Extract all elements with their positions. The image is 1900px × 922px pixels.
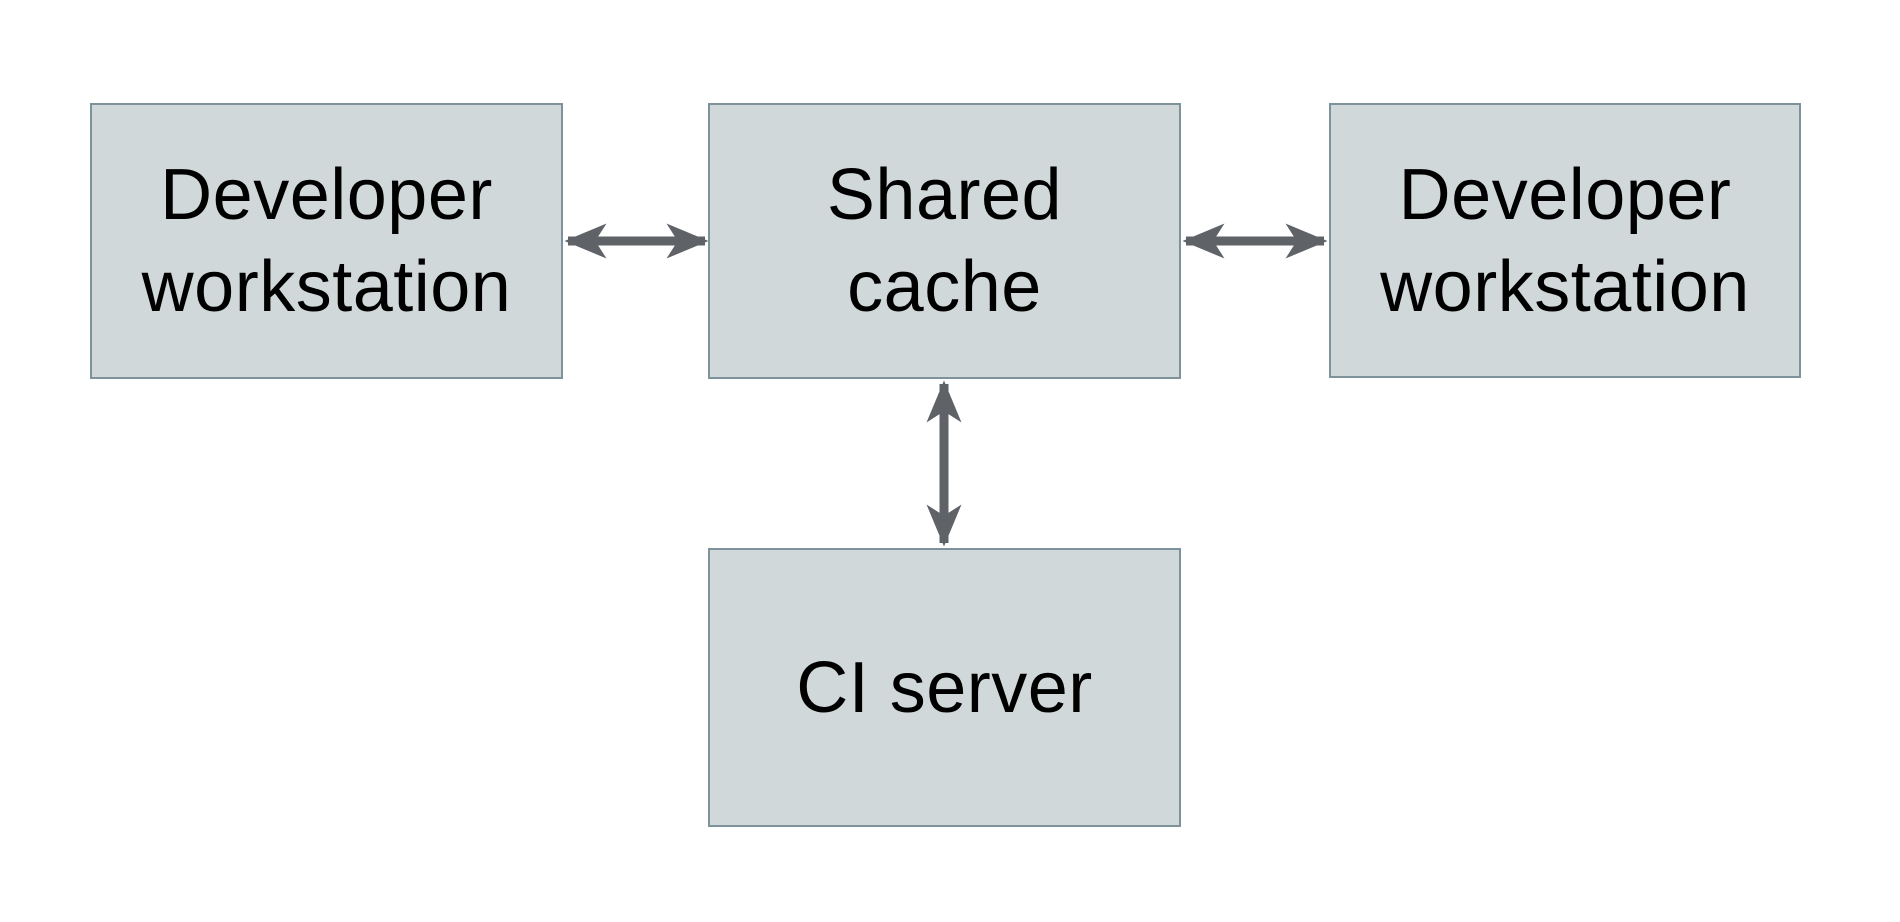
node-developer-workstation-right: Developer workstation [1329, 103, 1801, 378]
node-shared-cache: Shared cache [708, 103, 1181, 379]
node-label-line: Developer [1398, 154, 1732, 235]
node-developer-workstation-left: Developer workstation [90, 103, 563, 379]
node-label-line: workstation [141, 247, 512, 327]
node-label-line: cache [847, 247, 1042, 327]
node-label-line: workstation [1380, 246, 1750, 327]
node-label-line: Developer [160, 155, 493, 235]
node-ci-server: CI server [708, 548, 1181, 827]
node-label-line: Shared [826, 155, 1063, 235]
node-label-line: CI server [796, 647, 1093, 728]
